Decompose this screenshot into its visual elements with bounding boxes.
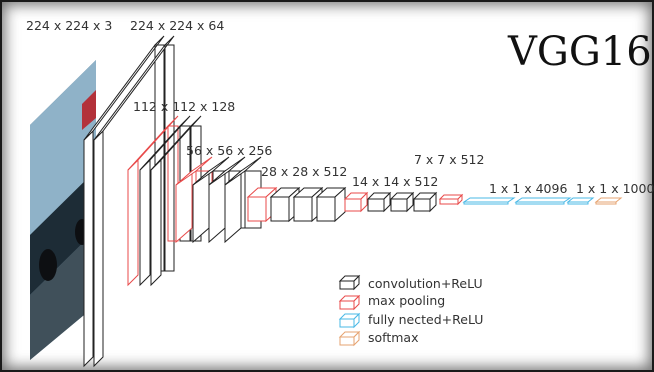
block-conv5-a [368, 193, 390, 211]
block-softmax [596, 198, 621, 204]
page-title: VGG16 [507, 29, 652, 75]
stage4-dim-label: 28 x 28 x 512 [261, 164, 347, 179]
block-fc1 [464, 198, 514, 204]
legend-label-pool: max pooling [368, 293, 445, 308]
input-dim-label: 224 x 224 x 3 [26, 18, 112, 33]
block-pool4 [345, 193, 367, 211]
block-conv5-c [414, 193, 436, 211]
stage1-dim-label: 224 x 224 x 64 [130, 18, 224, 33]
stage3-dim-label: 56 x 56 x 256 [186, 143, 272, 158]
stage5-dim-label: 14 x 14 x 512 [352, 174, 438, 189]
block-conv4-c [317, 188, 345, 221]
legend-label-fc: fully nected+ReLU [368, 312, 483, 327]
legend-swatch-pool-icon [340, 296, 359, 309]
block-fc2 [516, 198, 570, 204]
stage2-dim-label: 112 x 112 x 128 [133, 99, 235, 114]
stage7-dim-label: 1 x 1 x 4096 [489, 181, 567, 196]
legend-swatch-fc-icon [340, 314, 359, 327]
legend-swatch-conv-icon [340, 276, 359, 289]
stage6-dim-label: 7 x 7 x 512 [414, 152, 484, 167]
legend: convolution+ReLU max pooling fully necte… [340, 276, 483, 345]
legend-label-conv: convolution+ReLU [368, 276, 483, 291]
legend-label-softmax: softmax [368, 330, 418, 345]
legend-swatch-softmax-icon [340, 332, 359, 345]
block-conv5-b [391, 193, 413, 211]
stage8-dim-label: 1 x 1 x 1000 [576, 181, 654, 196]
block-pool5 [440, 195, 462, 204]
block-fc3 [568, 198, 593, 204]
